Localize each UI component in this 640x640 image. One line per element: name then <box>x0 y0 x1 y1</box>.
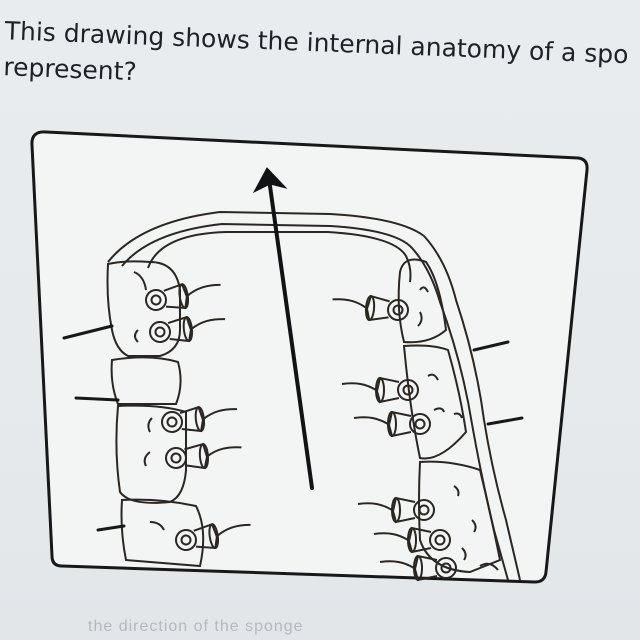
figure-frame <box>30 130 589 584</box>
spicules <box>62 324 524 532</box>
ostium-left <box>133 271 147 291</box>
sponge-body-outline <box>107 210 521 581</box>
water-flow-arrow <box>252 167 314 490</box>
answer-choice-partial[interactable]: the direction of the sponge <box>88 618 304 635</box>
left-wall-cells <box>106 260 205 568</box>
